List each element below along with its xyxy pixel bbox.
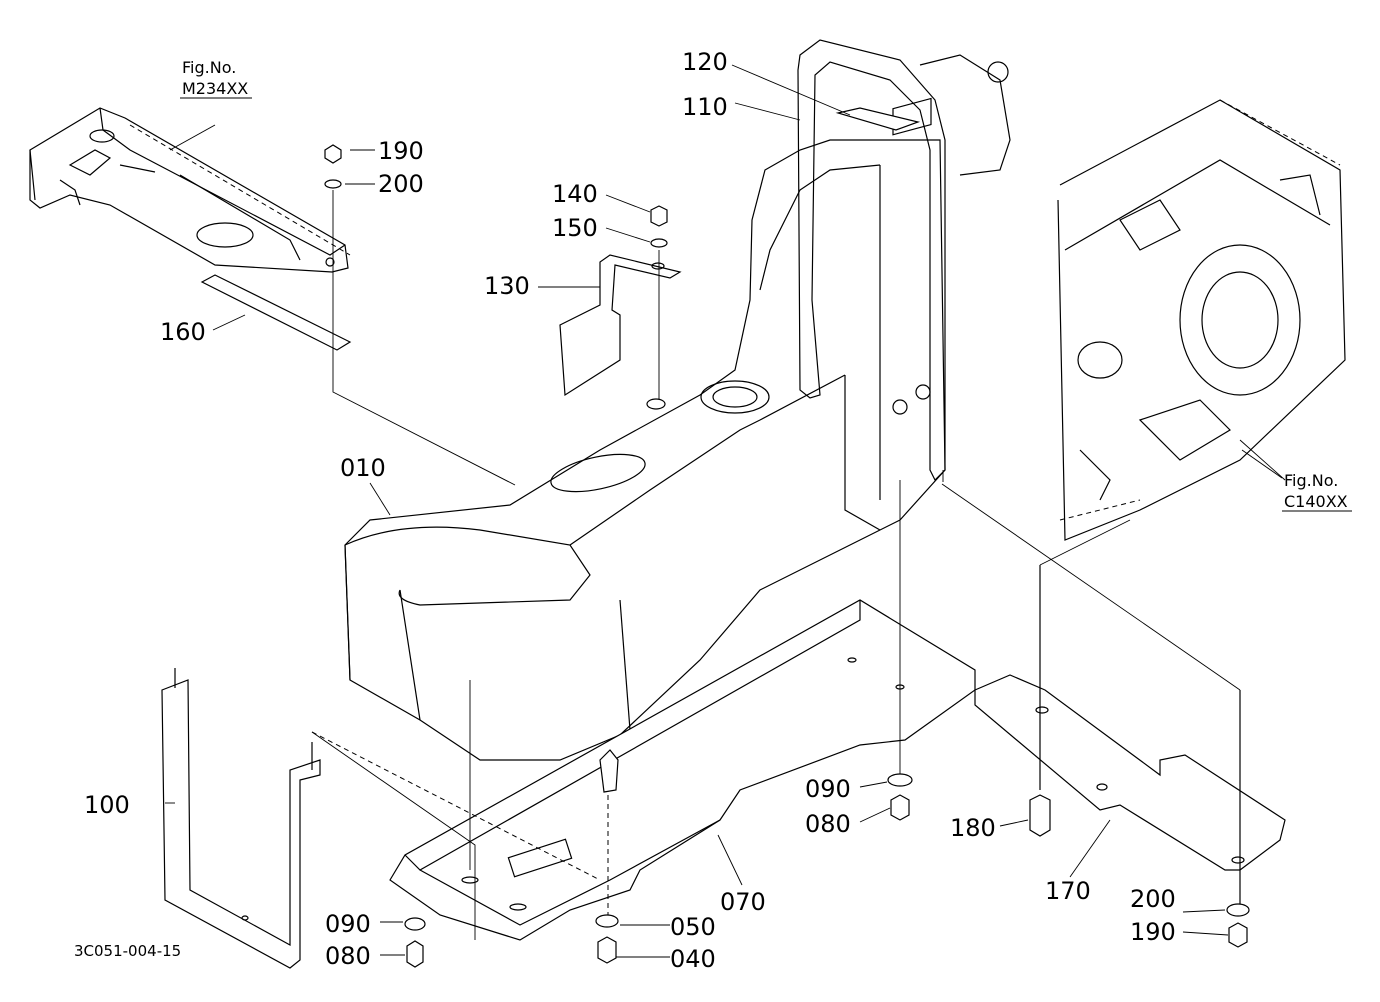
part-label-050: 050 <box>670 913 716 941</box>
part-label-070: 070 <box>720 888 766 916</box>
bracket-m234 <box>29 107 351 273</box>
part-label-150: 150 <box>552 214 598 242</box>
part-label-090-center: 090 <box>805 775 851 803</box>
plate-bracket <box>559 254 682 397</box>
part-label-200-top: 200 <box>378 170 424 198</box>
transmission-housing-c140 <box>1057 99 1346 541</box>
bolt-washer-small <box>646 205 668 410</box>
fig-ref-c140-line2: C140XX <box>1284 492 1348 511</box>
part-label-160: 160 <box>160 318 206 346</box>
leader-lines <box>165 64 1283 958</box>
tank-strap-upper <box>797 39 1241 691</box>
part-label-080-center: 080 <box>805 810 851 838</box>
part-label-090-left: 090 <box>325 910 371 938</box>
part-label-200-right: 200 <box>1130 885 1176 913</box>
fig-ref-c140-line1: Fig.No. <box>1284 471 1338 490</box>
part-label-180: 180 <box>950 814 996 842</box>
part-label-140: 140 <box>552 180 598 208</box>
part-label-040: 040 <box>670 945 716 973</box>
part-label-010: 010 <box>340 454 386 482</box>
part-label-100: 100 <box>84 791 130 819</box>
strap-pad <box>835 107 921 131</box>
washer-nut-center <box>887 773 913 821</box>
nut-washer-top <box>324 144 516 486</box>
part-label-080-left: 080 <box>325 942 371 970</box>
document-code: 3C051-004-15 <box>74 942 181 960</box>
part-label-190-right: 190 <box>1130 918 1176 946</box>
fig-ref-m234-line2: M234XX <box>182 79 248 98</box>
part-label-170: 170 <box>1045 877 1091 905</box>
part-label-120: 120 <box>682 48 728 76</box>
bolt-180 <box>1029 794 1051 837</box>
part-label-190-top: 190 <box>378 137 424 165</box>
fuel-tank <box>344 54 1011 761</box>
fig-ref-m234-line1: Fig.No. <box>182 58 236 77</box>
part-label-130: 130 <box>484 272 530 300</box>
support-bracket <box>974 519 1286 905</box>
pin-bolt-050 <box>595 749 619 964</box>
washer-nut-right <box>1226 903 1250 948</box>
washer-nut-left <box>404 917 426 968</box>
floor-plate <box>311 480 976 941</box>
part-label-110: 110 <box>682 93 728 121</box>
spacer-strip <box>200 274 352 351</box>
tank-strap-lower <box>161 668 321 969</box>
